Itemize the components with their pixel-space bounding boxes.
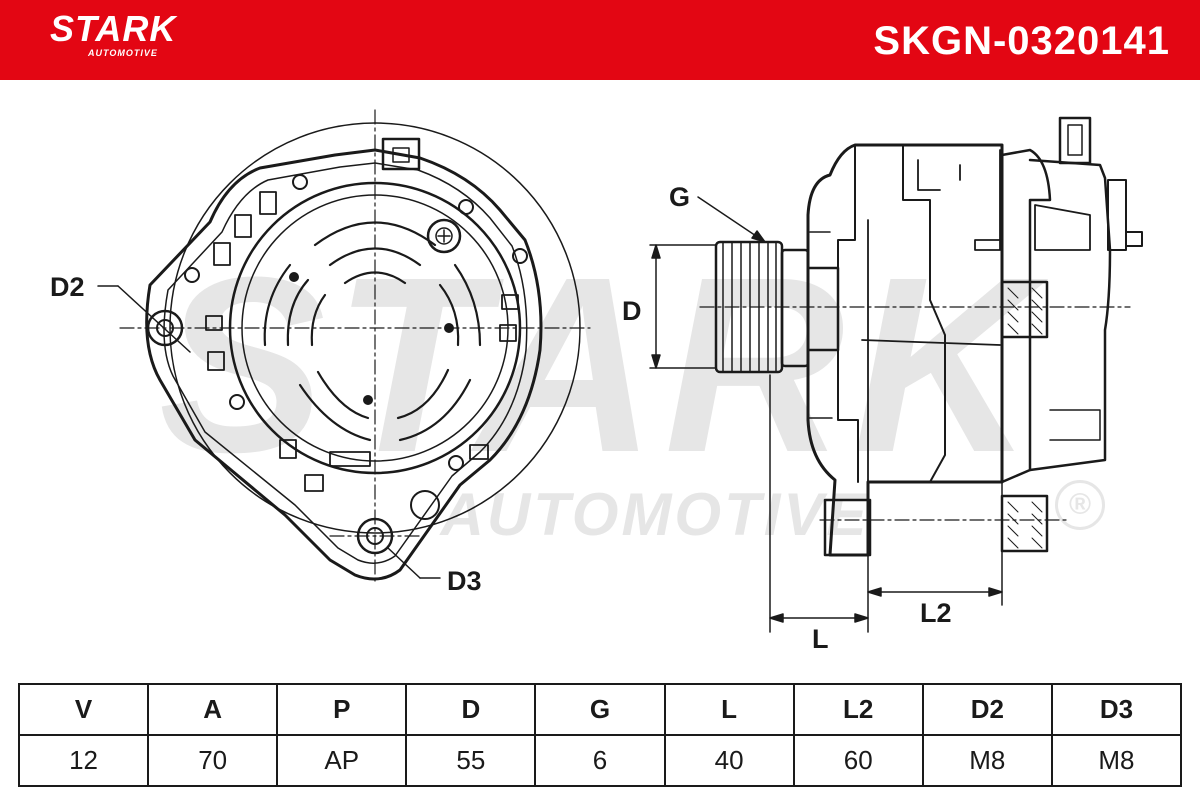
spec-header-g: G	[534, 683, 666, 736]
side-center-lines	[699, 306, 1131, 521]
spec-value-row: 12 70 AP 55 6 40 60 M8 M8	[17, 734, 1183, 787]
d3-bolt-bushing	[1000, 494, 1049, 553]
rivet	[363, 395, 373, 405]
spec-header-row: V A P D G L L2 D2 D3	[17, 683, 1183, 736]
center-lines	[119, 109, 591, 586]
spec-value-d3: M8	[1050, 734, 1183, 787]
header-bar: STARK AUTOMOTIVE SKGN-0320141	[0, 0, 1200, 80]
spec-value-l: 40	[663, 734, 795, 787]
b-terminal-stud	[426, 218, 462, 254]
alternator-front-view	[119, 109, 591, 586]
spec-header-d3: D3	[1050, 683, 1183, 736]
dimension-lines	[97, 196, 1003, 633]
screw-head	[448, 455, 464, 471]
spec-header-d2: D2	[921, 683, 1053, 736]
front-housing-outline	[145, 148, 543, 581]
spec-header-v: V	[17, 683, 150, 736]
alternator-side-view	[699, 116, 1143, 557]
spec-header-l: L	[663, 683, 795, 736]
logo-tagline: AUTOMOTIVE	[88, 48, 158, 58]
label-d2: D2	[50, 272, 85, 302]
screw-head	[512, 248, 528, 264]
screw-head	[184, 267, 200, 283]
spec-header-d: D	[405, 683, 537, 736]
label-d: D	[622, 296, 642, 326]
spec-header-a: A	[147, 683, 279, 736]
screw-head	[229, 394, 245, 410]
side-housing-outline	[806, 143, 1004, 557]
spec-value-p: AP	[276, 734, 408, 787]
spec-value-v: 12	[17, 734, 150, 787]
spec-value-l2: 60	[792, 734, 924, 787]
mount-boss	[410, 490, 440, 520]
screw-head	[458, 199, 474, 215]
rivet	[289, 272, 299, 282]
part-number: SKGN-0320141	[873, 19, 1170, 63]
d3-thread-hatch	[1007, 501, 1043, 549]
screw-head	[292, 174, 308, 190]
label-d3: D3	[447, 566, 482, 596]
connector-plug	[381, 137, 421, 171]
label-g: G	[669, 182, 690, 212]
spec-value-g: 6	[534, 734, 666, 787]
stark-logo[interactable]: STARK AUTOMOTIVE	[50, 8, 177, 59]
housing-ribs	[205, 191, 519, 492]
technical-drawing: STARK AUTOMOTIVE ®	[0, 80, 1200, 660]
logo-wordmark: STARK	[50, 8, 177, 49]
spec-table: V A P D G L L2 D2 D3 12 70 AP 55 6 40 60…	[17, 683, 1183, 787]
side-connector-plug	[1058, 116, 1092, 165]
spec-header-p: P	[276, 683, 408, 736]
spec-value-a: 70	[147, 734, 279, 787]
label-l: L	[812, 624, 829, 654]
spec-header-l2: L2	[792, 683, 924, 736]
label-l2: L2	[920, 598, 952, 628]
spec-value-d2: M8	[921, 734, 1053, 787]
spec-value-d: 55	[405, 734, 537, 787]
d2-bolt-bushing	[1000, 280, 1049, 339]
d2-thread-hatch	[1007, 287, 1043, 335]
